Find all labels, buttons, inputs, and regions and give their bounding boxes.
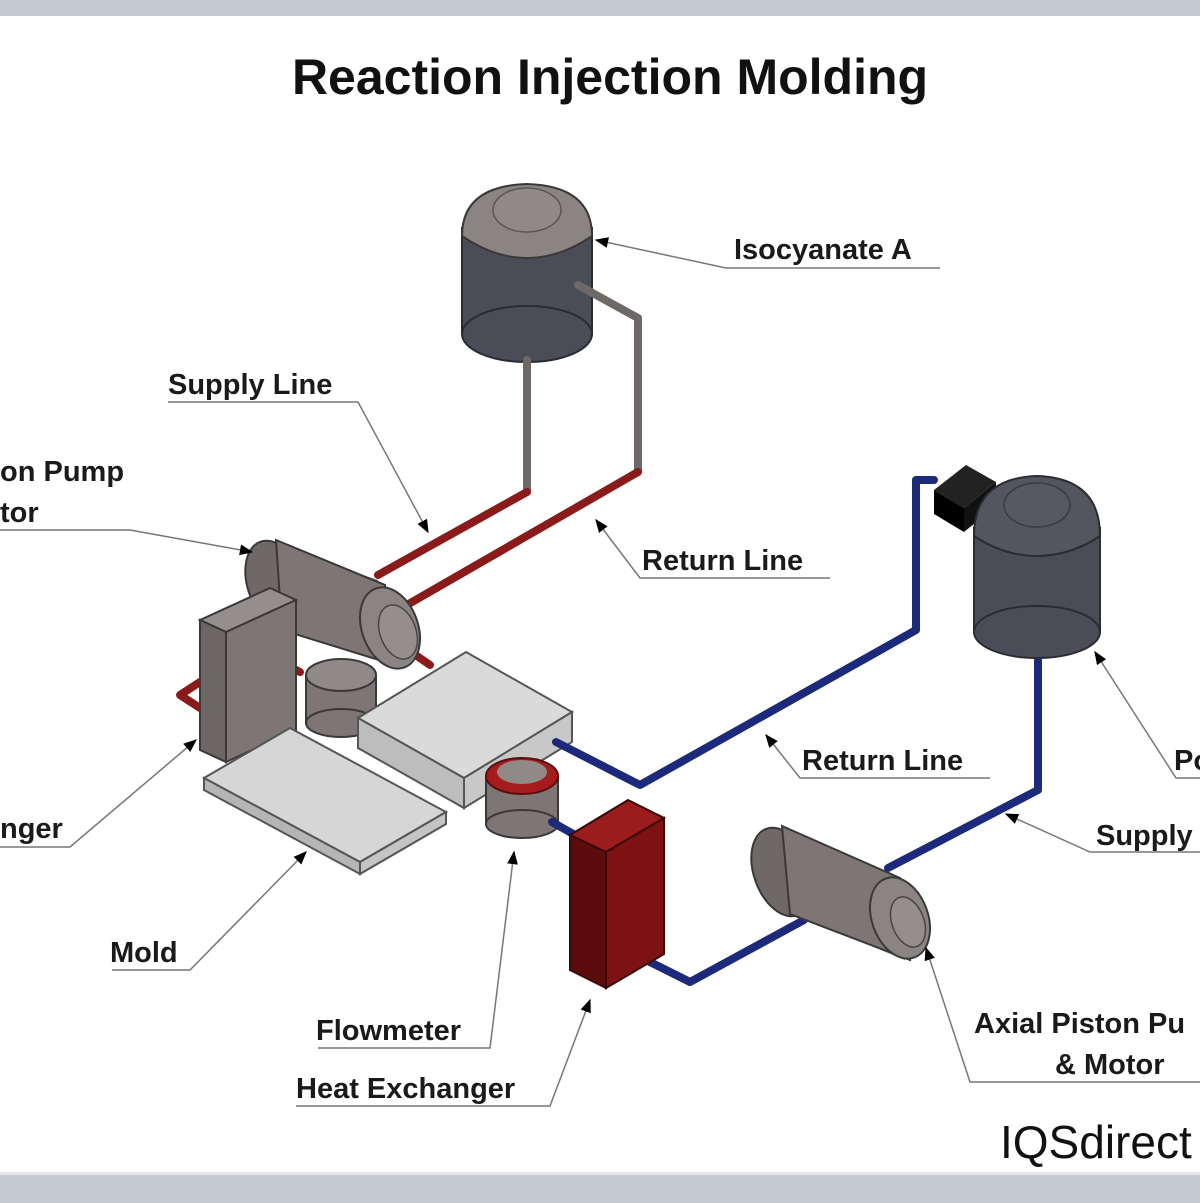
polyol-lines — [548, 476, 1042, 986]
flowmeter — [485, 757, 559, 839]
label-piston-pump-left-1: on Pump — [0, 456, 124, 488]
heat-exchanger — [567, 798, 667, 990]
polyol-tank — [972, 474, 1102, 659]
mold-lower — [201, 726, 449, 876]
label-piston-pump-left-2: tor — [0, 497, 39, 529]
label-flowmeter: Flowmeter — [316, 1015, 461, 1047]
label-supply-line-right: Supply — [1096, 820, 1193, 852]
label-polyol: Po — [1174, 745, 1200, 777]
top-border — [0, 0, 1200, 16]
label-axial-piston-2: & Motor — [1055, 1049, 1165, 1081]
bottom-border — [0, 1172, 1200, 1203]
left-heat-exchanger — [197, 586, 299, 764]
isocyanate-pipes — [523, 281, 642, 494]
label-return-line-top: Return Line — [642, 545, 803, 577]
label-heat-exchanger-left: nger — [0, 813, 63, 845]
label-return-line-right: Return Line — [802, 745, 963, 777]
label-heat-exchanger: Heat Exchanger — [296, 1073, 515, 1105]
label-supply-line-top: Supply Line — [168, 369, 332, 401]
right-piston-pump — [750, 824, 931, 962]
leader-lines — [0, 237, 1200, 1107]
label-axial-piston-1: Axial Piston Pu — [974, 1008, 1185, 1040]
brand-watermark: IQSdirect — [1000, 1116, 1192, 1168]
diagram-title: Reaction Injection Molding — [291, 49, 929, 105]
label-isocyanate-a: Isocyanate A — [734, 234, 912, 266]
isocyanate-tank — [460, 182, 594, 363]
label-mold: Mold — [110, 937, 178, 969]
